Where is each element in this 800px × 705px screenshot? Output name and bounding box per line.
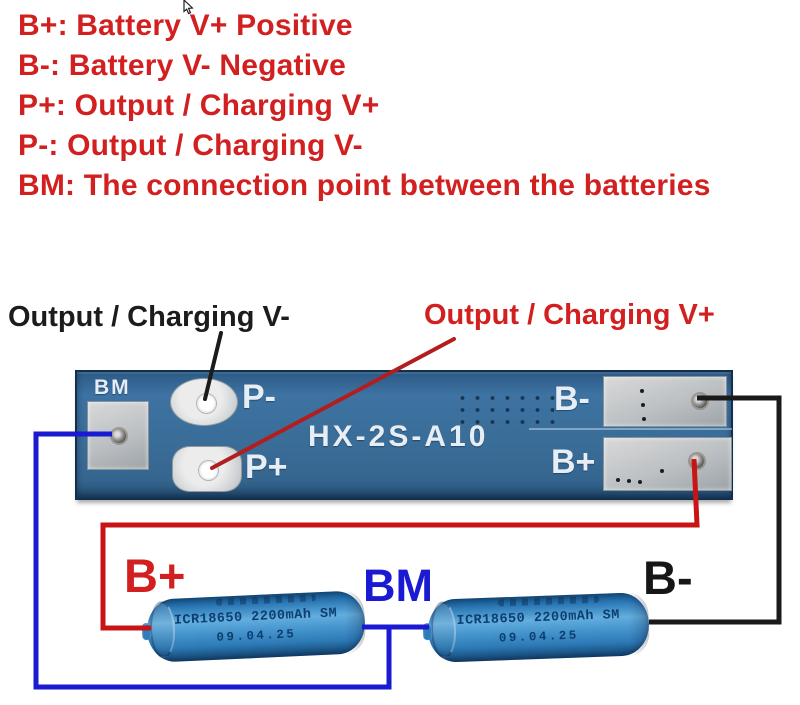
solder-dot [640, 389, 644, 393]
battery-positive-terminal [422, 622, 433, 641]
legend-line-bm: BM: The connection point between the bat… [18, 169, 711, 202]
legend-line-p-minus: P-: Output / Charging V- [18, 129, 363, 162]
p-plus-pad [172, 446, 242, 492]
battery-model-text: ICR18650 2200mAh SM [456, 608, 621, 629]
battery-model-text: ICR18650 2200mAh SM [173, 606, 338, 629]
via-dots [455, 392, 557, 426]
battery-cap [429, 601, 458, 659]
solder-dot [616, 478, 620, 482]
solder-dot [638, 480, 642, 484]
battery-wraparound-print [215, 594, 316, 606]
bm-pad-hole [112, 429, 126, 443]
battery-print: ICR18650 2200mAh SM 09.04.25 [174, 606, 339, 646]
wiring-label-b-minus: B- [643, 551, 693, 604]
board-label-b-plus: B+ [551, 443, 596, 481]
battery-positive-terminal [141, 622, 152, 641]
p-minus-pad [170, 378, 238, 426]
p-minus-pad-hole [197, 394, 216, 413]
bms-board: BM P- P+ HX-2S-A10 B- B+ [75, 370, 733, 500]
battery-wraparound-print [497, 595, 600, 607]
b-minus-pad [603, 376, 727, 427]
b-minus-pad-hole [693, 394, 707, 408]
legend-line-b-plus: B+: Battery V+ Positive [18, 9, 353, 42]
mouse-cursor-icon [183, 0, 194, 15]
legend: B+: Battery V+ Positive B-: Battery V- N… [18, 6, 711, 206]
legend-line-b-minus: B-: Battery V- Negative [18, 49, 347, 82]
battery-date-text: 09.04.25 [216, 627, 297, 645]
bm-pad [87, 401, 149, 470]
callout-output-charging-v-plus: Output / Charging V+ [424, 299, 715, 331]
callout-output-charging-v-minus: Output / Charging V- [8, 301, 290, 333]
b-plus-pad [603, 437, 732, 491]
battery-cell-1: ICR18650 2200mAh SM 09.04.25 [141, 590, 367, 663]
solder-dot [627, 479, 631, 483]
battery-date-text: 09.04.25 [498, 628, 580, 646]
board-label-p-minus: P- [242, 378, 276, 416]
pcb-trace-line [529, 428, 732, 430]
battery-print: ICR18650 2200mAh SM 09.04.25 [456, 608, 621, 647]
board-label-b-minus: B- [554, 380, 590, 418]
wiring-label-b-plus: B+ [124, 549, 186, 602]
solder-dot [660, 469, 664, 473]
b-plus-pad-hole [690, 454, 704, 468]
solder-dot [641, 403, 645, 407]
battery-cell-2: ICR18650 2200mAh SM 09.04.25 [422, 591, 651, 664]
solder-dot [642, 417, 646, 421]
board-label-bm: BM [94, 376, 131, 399]
wiring-label-bm: BM [363, 560, 433, 611]
legend-line-p-plus: P+: Output / Charging V+ [18, 89, 380, 122]
board-label-p-plus: P+ [245, 448, 288, 486]
battery-cap [148, 600, 177, 659]
p-plus-pad-hole [199, 461, 218, 480]
